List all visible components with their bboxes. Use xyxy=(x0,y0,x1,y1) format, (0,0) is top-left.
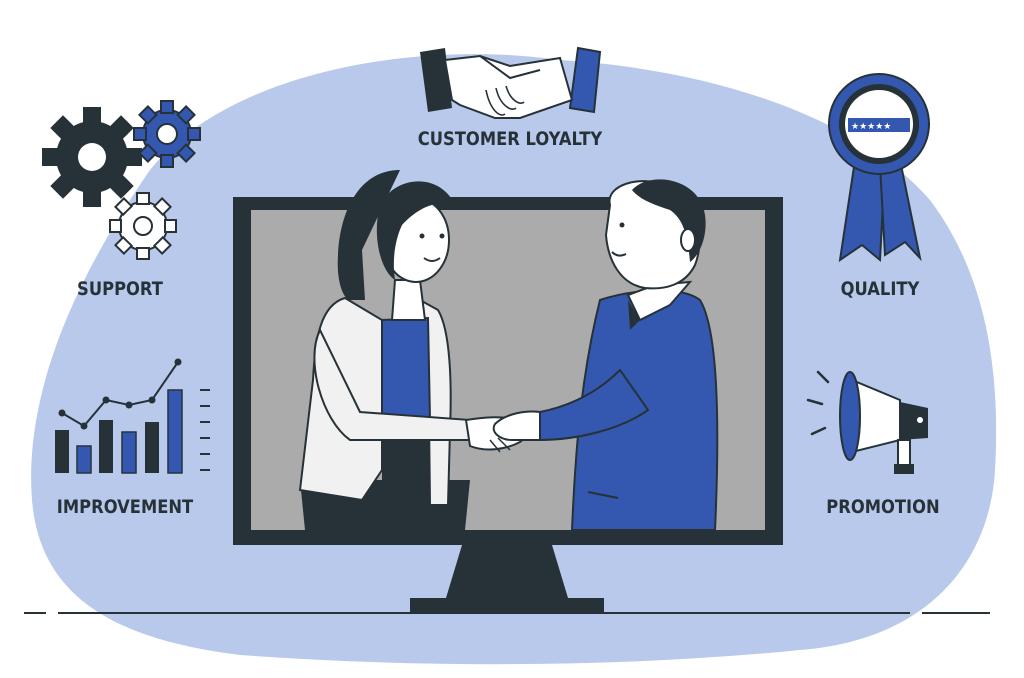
bar-chart-icon xyxy=(55,358,210,474)
gears-icon xyxy=(42,100,201,260)
svg-text:★★★★★: ★★★★★ xyxy=(851,122,891,132)
woman-figure xyxy=(298,170,471,530)
award-ribbon-icon: ★★★★★ xyxy=(828,73,930,263)
man-figure xyxy=(539,179,719,531)
handshake-icon xyxy=(420,46,602,119)
quality-label: QUALITY xyxy=(840,278,920,300)
promotion-label: PROMOTION xyxy=(826,496,940,518)
improvement-label: IMPROVEMENT xyxy=(56,496,194,518)
central-handshake xyxy=(464,410,541,453)
customer-loyalty-label: CUSTOMER LOYALTY xyxy=(417,128,603,150)
support-label: SUPPORT xyxy=(77,278,163,300)
megaphone-icon xyxy=(806,370,928,474)
